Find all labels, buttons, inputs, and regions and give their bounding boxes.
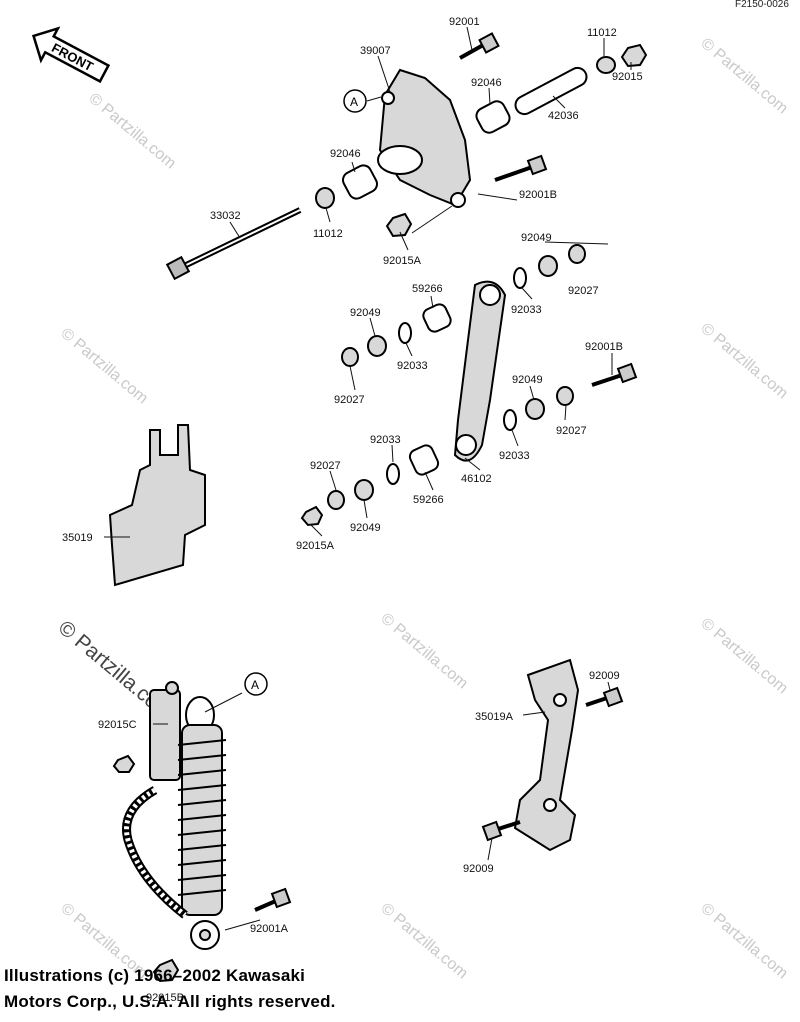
- part-label: 92015A: [296, 540, 335, 552]
- part-label: 92009: [589, 670, 620, 682]
- part-labels: 92001 11012 39007 92015 92046 42036 9204…: [62, 16, 643, 1004]
- part-label: 92033: [370, 434, 401, 446]
- part-label: 46102: [461, 473, 492, 485]
- bolt-icon: [481, 820, 521, 842]
- part-label: 11012: [313, 228, 343, 240]
- long-bolt-icon: [165, 207, 302, 281]
- bolt-icon: [459, 32, 500, 60]
- watermark: © Partzilla.com: [697, 615, 791, 697]
- bolt-icon: [494, 154, 548, 182]
- part-label: 92027: [334, 394, 365, 406]
- figure-code: F2150-0026: [735, 0, 789, 10]
- copyright-line-1: Illustrations (c) 1966–2002 Kawasaki: [4, 966, 306, 985]
- nut-icon: [112, 754, 136, 773]
- part-label: 92049: [350, 522, 381, 534]
- part-label: 92001B: [519, 189, 557, 201]
- part-label: 92049: [350, 307, 381, 319]
- part-label: 92046: [471, 77, 502, 89]
- part-label: 33032: [210, 210, 241, 222]
- nut-icon: [385, 212, 413, 238]
- part-label: 92001A: [250, 923, 289, 935]
- bracket-icon: [513, 658, 580, 852]
- watermark: © Partzilla.com: [377, 900, 471, 982]
- sleeve-icon: [315, 164, 378, 209]
- part-label: 92027: [568, 285, 599, 297]
- part-label: 92033: [511, 304, 542, 316]
- tie-rod-icon: [453, 280, 507, 462]
- part-label: 92027: [556, 425, 587, 437]
- part-label: 92027: [310, 460, 341, 472]
- watermark: © Partzilla.com: [377, 610, 471, 692]
- washer-icon: [513, 244, 586, 289]
- part-label: 92015: [612, 71, 643, 83]
- mud-guard-icon: [108, 424, 206, 587]
- part-label: 92015A: [383, 255, 422, 267]
- part-label: 39007: [360, 45, 391, 57]
- callout-letter: A: [350, 95, 358, 109]
- part-label: 92001B: [585, 341, 623, 353]
- leader-lines: [104, 26, 632, 931]
- part-label: 35019A: [475, 711, 514, 723]
- bearing-icon: [596, 43, 648, 74]
- part-label: 92001: [449, 16, 480, 28]
- watermark: © Partzilla.com: [697, 900, 791, 982]
- part-label: 59266: [413, 494, 444, 506]
- part-label: 59266: [412, 283, 443, 295]
- part-label: 92033: [397, 360, 428, 372]
- watermark: © Partzilla.com: [697, 35, 791, 117]
- sleeve-icon: [475, 66, 588, 134]
- part-label: 92033: [499, 450, 530, 462]
- part-label: 92046: [330, 148, 361, 160]
- bolt-icon: [585, 686, 624, 708]
- watermark: © Partzilla.com: [697, 320, 791, 402]
- copyright-line-2: Motors Corp., U.S.A. All rights reserved…: [4, 992, 336, 1011]
- part-label: 42036: [548, 110, 579, 122]
- part-label: 11012: [587, 27, 617, 39]
- callout-letter: A: [251, 678, 259, 692]
- bolt-icon: [254, 887, 292, 912]
- bolt-icon: [591, 362, 638, 387]
- washer-icon: [300, 444, 440, 527]
- callout-a-top: A: [343, 89, 367, 113]
- part-label: 92015B: [146, 992, 184, 1004]
- washer-icon: [503, 386, 574, 431]
- part-label: 92049: [521, 232, 552, 244]
- washer-icon: [341, 303, 452, 367]
- part-label: 92009: [463, 863, 494, 875]
- front-arrow-icon: FRONT: [31, 26, 111, 84]
- part-label: 92049: [512, 374, 543, 386]
- rocker-arm-icon: [377, 68, 472, 208]
- part-label: 35019: [62, 532, 93, 544]
- callout-a-bottom: A: [244, 672, 268, 696]
- part-label: 92015C: [98, 719, 137, 731]
- nut-icon: [152, 958, 180, 983]
- shock-absorber-icon: [122, 681, 227, 950]
- watermark: © Partzilla.com: [85, 90, 179, 172]
- watermark: © Partzilla.com: [57, 325, 151, 407]
